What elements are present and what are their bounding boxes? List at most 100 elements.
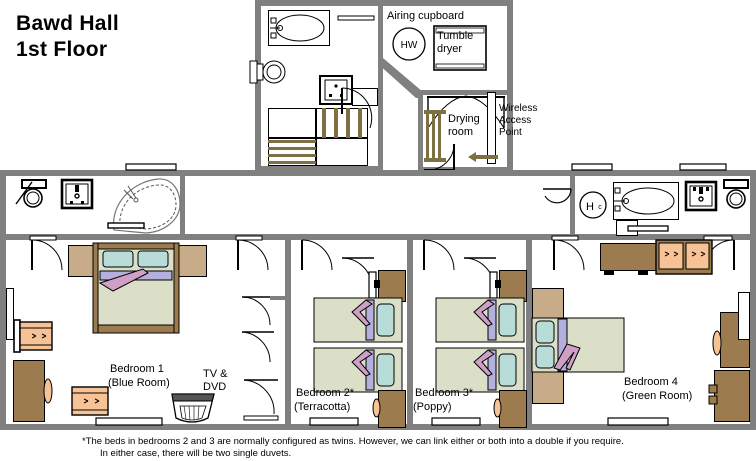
wall-drying-room-south — [418, 167, 513, 172]
stairs-landing — [268, 108, 316, 138]
sideboard-bed4 — [600, 243, 658, 271]
wall-main-north — [0, 170, 756, 176]
towel-rail-top — [337, 14, 375, 21]
footnote-line-1: *The beds in bedrooms 2 and 3 are normal… — [82, 436, 624, 447]
wall-top-wing-west — [255, 0, 261, 172]
bedroom-4-name: Bedroom 4 — [624, 376, 678, 388]
bed-single-bed3-a — [435, 297, 525, 343]
tumble-dryer-label: Tumble dryer — [437, 30, 474, 55]
window-corridor-right-2 — [679, 163, 727, 172]
drying-room-label: Drying room — [448, 113, 480, 138]
chest-of-drawers-bed4 — [655, 239, 713, 275]
bed-single-bed3-b — [435, 347, 525, 393]
wardrobe-handle-bed2-top — [373, 279, 381, 289]
bedroom-2-sub: (Terracotta) — [294, 401, 351, 413]
sink-left-bathroom — [60, 178, 94, 210]
window-bedroom-3 — [431, 417, 481, 426]
wardrobe-handle-bed4-upper — [712, 330, 722, 356]
wall-airing-cupboard-chamfer — [378, 58, 438, 98]
wardrobe-bed4-lower — [714, 370, 750, 422]
door-stairs-hall[interactable] — [340, 87, 386, 134]
door-bedroom-4[interactable] — [551, 235, 596, 276]
door-bed1-ensuite-b[interactable] — [232, 330, 276, 370]
door-bedroom-1-second[interactable] — [235, 235, 276, 276]
bedroom-3-sub: (Poppy) — [413, 401, 452, 413]
footnote-line-2: In either case, there will be two single… — [100, 448, 292, 459]
bedside-table-right-bed1 — [177, 245, 207, 277]
wall-stairs-south — [255, 166, 383, 172]
window-corridor-right — [571, 163, 613, 172]
bath-top-outline — [268, 10, 330, 46]
window-bedroom-4 — [607, 417, 669, 426]
bedroom-1-sub: (Blue Room) — [108, 377, 170, 389]
stairs-upper-treads — [316, 108, 368, 138]
washbasin-right-bathroom — [543, 186, 573, 216]
bed-single-bed2-b — [313, 347, 403, 393]
wardrobe-handle-bed3-top — [494, 279, 502, 289]
wardrobe-bed3-bottom — [499, 390, 527, 428]
bed-double-bedroom-1 — [92, 242, 180, 335]
svg-text:H: H — [586, 201, 594, 213]
page-subtitle: 1st Floor — [16, 38, 107, 62]
svg-text:HW: HW — [401, 40, 418, 51]
wardrobe-bed2-bottom — [378, 390, 406, 428]
svg-text:c: c — [598, 204, 602, 211]
shelf-left-bathroom — [107, 222, 145, 230]
hot-water-cylinder-icon: HW — [391, 26, 427, 62]
window-bedroom-1 — [95, 417, 163, 426]
bedside-table-bed4-bottom — [532, 370, 564, 404]
wall-airing-cupboard-west — [378, 0, 383, 62]
bed-single-bed2-a — [313, 297, 403, 343]
bed-double-bedroom-4 — [531, 317, 625, 373]
toilet-right-bathroom — [722, 179, 752, 212]
bath-right-tub — [613, 182, 679, 220]
corner-bath-left — [106, 176, 182, 234]
wireless-access-point-label: Wireless Access Point — [499, 103, 538, 138]
wardrobe-handle-bed1 — [43, 378, 53, 404]
sideboard-legs-bed4 — [604, 270, 656, 276]
toilet-left-bathroom — [15, 179, 56, 210]
airing-cupboard-label: Airing cupboard — [387, 10, 465, 22]
heating-symbol-icon: H c — [578, 190, 608, 220]
bath-top-tub — [268, 10, 330, 46]
bedroom-3-name: Bedroom 3* — [415, 387, 474, 399]
tumble-dryer-appliance — [433, 25, 487, 71]
wall-airing-cupboard-south — [418, 90, 513, 95]
wall-top-wing-north — [255, 0, 513, 6]
wall-bed1-alcove — [270, 296, 286, 300]
wall-bed2-bed3 — [407, 240, 413, 430]
door-bedroom-2[interactable] — [300, 239, 340, 276]
door-bed1-ensuite-a[interactable] — [232, 295, 276, 329]
sink-top — [319, 75, 353, 105]
stairs-lower-treads — [268, 138, 316, 166]
wardrobe-handle-bed3-bottom — [493, 398, 502, 418]
tv-dvd-unit — [168, 388, 218, 423]
wall-drying-room-west — [418, 90, 423, 172]
title-line-2: 1st Floor — [16, 38, 108, 61]
wardrobe-bed2-top — [378, 270, 406, 302]
wardrobe-bedroom-1 — [13, 360, 45, 422]
door-drying-room[interactable] — [424, 140, 468, 172]
door-bedroom-3[interactable] — [422, 239, 462, 276]
wall-main-east — [750, 170, 756, 430]
wall-right-bathroom-west — [570, 176, 575, 234]
wardrobe-handle-bed4-lower — [708, 384, 718, 406]
bedroom-1-name: Bedroom 1 — [110, 363, 164, 375]
door-bed1-ensuite-c[interactable] — [232, 378, 280, 422]
tv-dvd-label: TV & DVD — [203, 368, 228, 393]
wall-left-bathroom-east — [180, 176, 185, 234]
wall-bed3-bed4 — [526, 240, 532, 430]
chest-of-drawers-bed1-lower — [71, 385, 110, 417]
stairs-void — [316, 138, 368, 166]
sink-right-bathroom — [684, 180, 718, 212]
page-title: Bawd Hall — [16, 12, 119, 36]
wall-corridor-south — [0, 234, 756, 240]
chest-of-drawers-bed1-upper — [13, 319, 53, 353]
wireless-access-point-icon — [468, 150, 500, 164]
wall-main-west — [0, 170, 6, 430]
window-corridor-left — [125, 163, 177, 172]
wall-bed1-bed2 — [285, 240, 291, 430]
door-bedroom-1[interactable] — [29, 235, 70, 276]
wall-stairs-east — [378, 62, 383, 172]
